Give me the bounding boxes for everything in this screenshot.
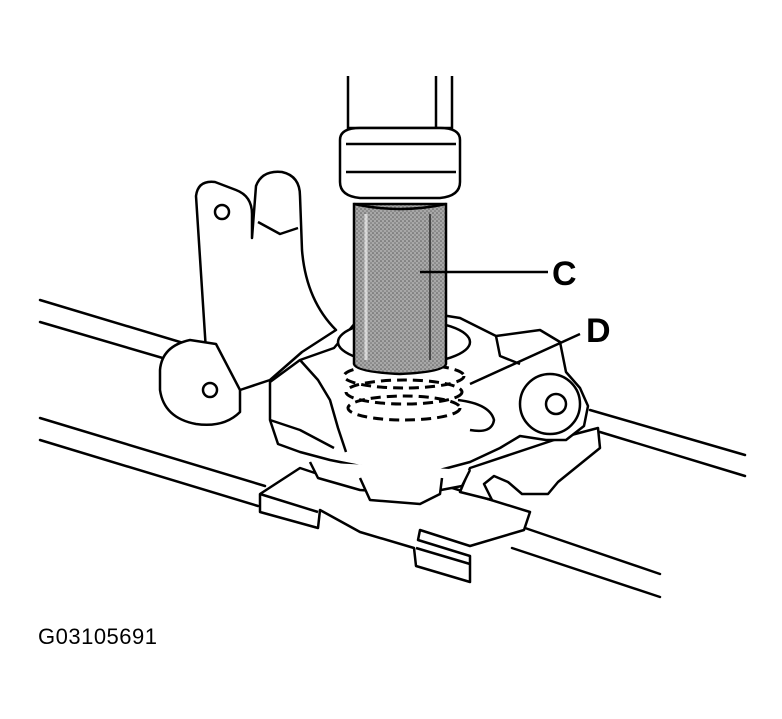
support-plates xyxy=(258,426,602,584)
bearing-d-hidden-lines xyxy=(342,362,466,422)
figure-id: G03105691 xyxy=(38,624,158,649)
callout-label-c: C xyxy=(552,255,577,293)
tool-c-driver xyxy=(352,202,448,376)
leader-line-d xyxy=(469,332,581,386)
press-bed-rails xyxy=(38,298,747,599)
press-ram xyxy=(338,76,462,200)
leader-lines xyxy=(420,270,581,386)
callout-label-d: D xyxy=(586,312,611,350)
